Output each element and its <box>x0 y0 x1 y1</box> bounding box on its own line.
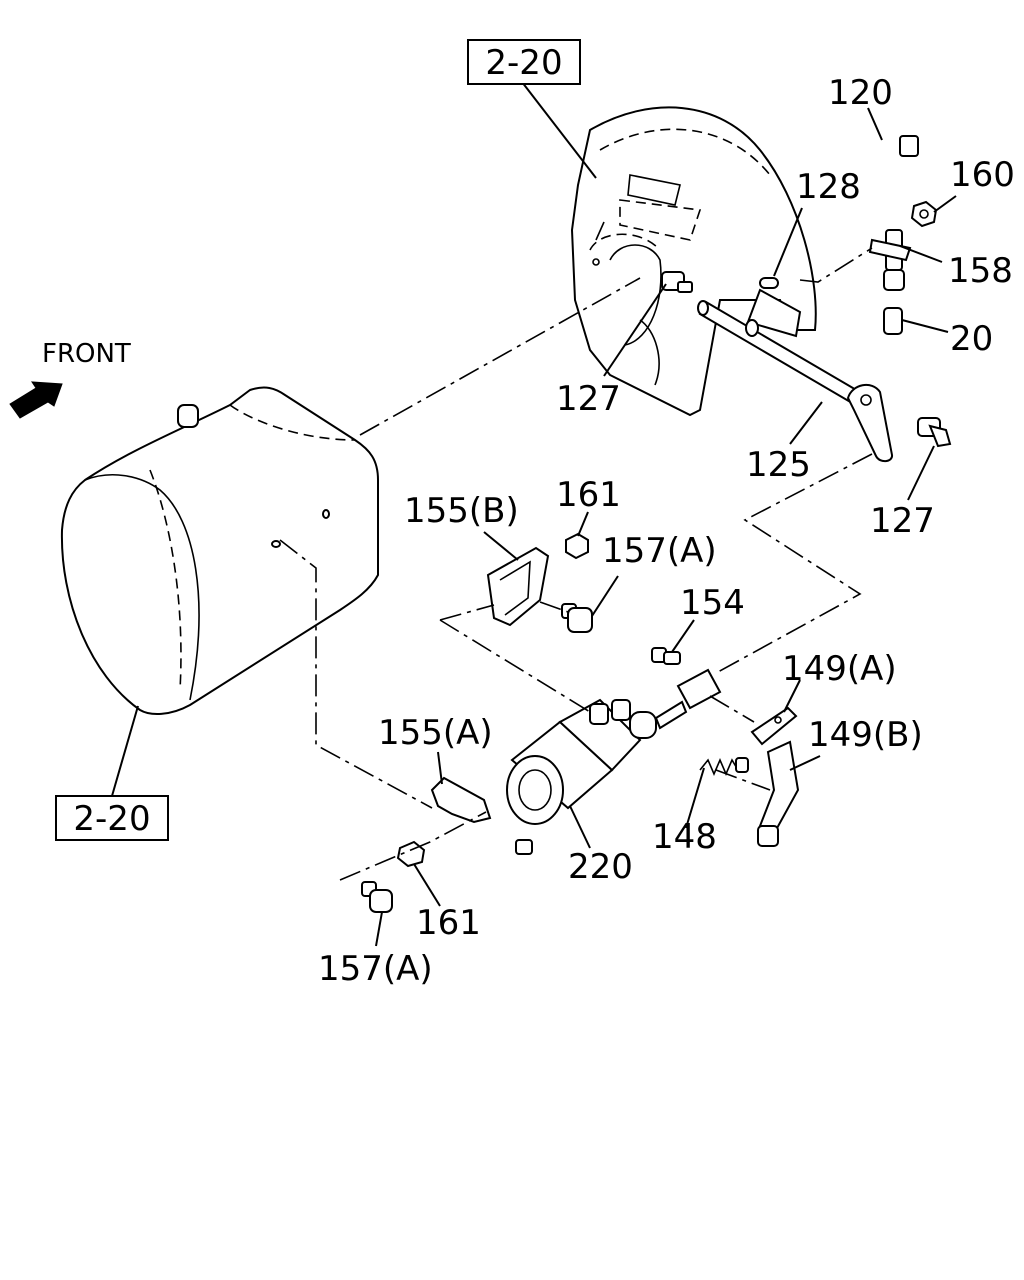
callout-155a[interactable]: 155(A) <box>378 713 493 753</box>
callout-148[interactable]: 148 <box>652 817 717 857</box>
fitting-20 <box>883 307 903 335</box>
connection-lines <box>279 247 873 881</box>
callout-128[interactable]: 128 <box>796 167 861 207</box>
callout-157a-upper[interactable]: 157(A) <box>602 531 717 571</box>
nut-160 <box>910 200 938 228</box>
bolt-157a-upper <box>561 603 593 633</box>
bracket-155b <box>486 546 550 627</box>
callout-220[interactable]: 220 <box>568 847 633 887</box>
callout-158[interactable]: 158 <box>948 251 1013 291</box>
callout-154[interactable]: 154 <box>680 583 745 623</box>
ref-box-bottom-label: 2-20 <box>73 799 150 839</box>
callout-149a[interactable]: 149(A) <box>782 649 897 689</box>
nut-161-upper <box>565 532 589 560</box>
pin-128 <box>759 277 779 289</box>
callout-127-right[interactable]: 127 <box>870 501 935 541</box>
lever-149a <box>750 706 798 746</box>
callout-127-upper[interactable]: 127 <box>556 379 621 419</box>
callout-161-lower[interactable]: 161 <box>416 903 481 943</box>
bolt-157a-lower <box>361 881 393 913</box>
spring-148 <box>699 757 749 777</box>
ref-box-top[interactable]: 2-20 <box>467 39 581 85</box>
leader-lines <box>111 81 957 947</box>
rod-end-154 <box>651 647 722 710</box>
callout-20[interactable]: 20 <box>950 319 993 359</box>
callout-125[interactable]: 125 <box>746 445 811 485</box>
ref-box-top-label: 2-20 <box>485 43 562 83</box>
flywheel-housing <box>570 106 817 417</box>
callout-161-upper[interactable]: 161 <box>556 475 621 515</box>
clutch-booster-220 <box>506 698 688 855</box>
callout-149b[interactable]: 149(B) <box>808 715 923 755</box>
front-arrow-icon <box>9 381 63 419</box>
front-label: FRONT <box>42 339 131 369</box>
callout-155b[interactable]: 155(B) <box>404 491 519 531</box>
callout-160[interactable]: 160 <box>950 155 1015 195</box>
bolt-127-right <box>917 417 952 448</box>
clip-158 <box>868 238 912 262</box>
callout-157a-lower[interactable]: 157(A) <box>318 949 433 989</box>
cross-shaft-125 <box>697 288 893 463</box>
bracket-155a <box>430 776 492 824</box>
callout-labels: 120 160 128 158 20 127 125 127 161 155(B… <box>318 73 1015 989</box>
bolt-127-upper <box>661 271 693 293</box>
ref-box-bottom[interactable]: 2-20 <box>55 795 169 841</box>
front-indicator: FRONT <box>9 339 131 419</box>
callout-120[interactable]: 120 <box>828 73 893 113</box>
bracket-149b <box>757 740 800 847</box>
transmission-case <box>60 386 379 715</box>
